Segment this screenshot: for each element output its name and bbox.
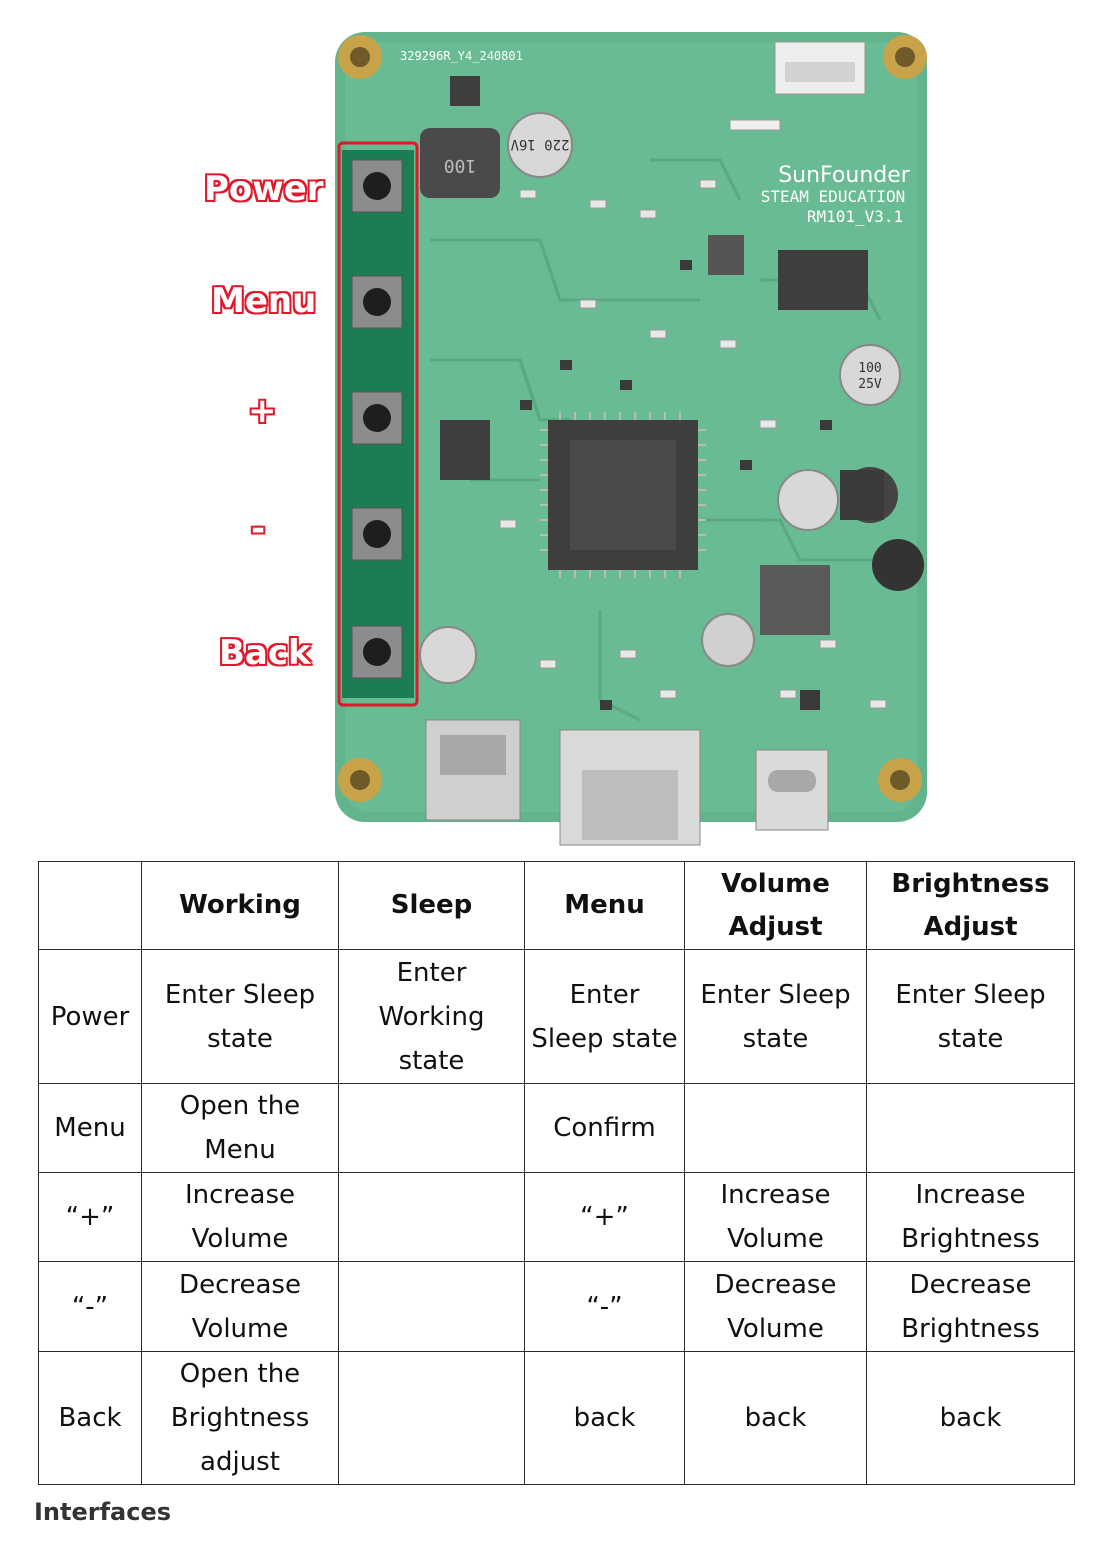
table-row: Menu Open the Menu Confirm bbox=[38, 1083, 1075, 1173]
table-cell: back bbox=[866, 1351, 1075, 1485]
pcb-illustration: 100 220 16V 100 25V SunFounder STEAM bbox=[335, 32, 927, 846]
table-cell: back bbox=[524, 1351, 685, 1485]
svg-text:25V: 25V bbox=[858, 377, 882, 392]
button-function-table: Working Sleep Menu Volume Adjust Brightn… bbox=[38, 861, 1075, 1485]
svg-text:220 16V: 220 16V bbox=[510, 136, 570, 152]
table-cell: “+” bbox=[524, 1172, 685, 1262]
mounting-hole-icon bbox=[338, 35, 927, 802]
svg-text:100: 100 bbox=[444, 155, 477, 176]
table-header-cell: Sleep bbox=[338, 861, 525, 950]
table-row-label: “+” bbox=[38, 1172, 142, 1262]
table-cell: Increase Brightness bbox=[866, 1172, 1075, 1262]
svg-text:RM101_V3.1: RM101_V3.1 bbox=[807, 207, 903, 226]
table-cell: Enter Sleep state bbox=[684, 949, 867, 1084]
table-row: “+” Increase Volume “+” Increase Volume … bbox=[38, 1172, 1075, 1262]
svg-text:329296R_Y4_240801: 329296R_Y4_240801 bbox=[400, 49, 523, 63]
table-cell: “-” bbox=[524, 1261, 685, 1352]
table-cell: Enter Sleep state bbox=[141, 949, 339, 1084]
table-cell: Decrease Volume bbox=[141, 1261, 339, 1352]
plus-button-label: + bbox=[247, 391, 277, 431]
table-cell: Increase Volume bbox=[141, 1172, 339, 1262]
table-row-label: Power bbox=[38, 949, 142, 1084]
board-photo: 100 220 16V 100 25V SunFounder STEAM bbox=[203, 32, 927, 846]
table-header-cell bbox=[38, 861, 142, 950]
table-row-label: Back bbox=[38, 1351, 142, 1485]
table-row: Back Open the Brightness adjust back bac… bbox=[38, 1351, 1075, 1485]
table-header-cell: Volume Adjust bbox=[684, 861, 867, 950]
table-row-label: “-” bbox=[38, 1261, 142, 1352]
svg-text:100: 100 bbox=[858, 361, 881, 376]
table-row: Power Enter Sleep state Enter Working st… bbox=[38, 949, 1075, 1084]
table-cell bbox=[338, 1083, 525, 1173]
inductor-icon bbox=[420, 128, 500, 198]
table-header-cell: Brightness Adjust bbox=[866, 861, 1075, 950]
table-cell: back bbox=[684, 1351, 867, 1485]
back-button-label: Back bbox=[218, 633, 312, 673]
menu-button-label: Menu bbox=[210, 281, 317, 321]
capacitor-icon bbox=[507, 112, 573, 178]
minus-button-label: - bbox=[250, 509, 266, 549]
table-header-cell: Menu bbox=[524, 861, 685, 950]
table-cell: Enter Sleep state bbox=[524, 949, 685, 1084]
table-cell: Enter Sleep state bbox=[866, 949, 1075, 1084]
table-cell: Enter Working state bbox=[338, 949, 525, 1084]
table-cell bbox=[338, 1351, 525, 1485]
table-row: “-” Decrease Volume “-” Decrease Volume … bbox=[38, 1261, 1075, 1352]
table-cell: Increase Volume bbox=[684, 1172, 867, 1262]
svg-text:STEAM EDUCATION: STEAM EDUCATION bbox=[761, 187, 906, 206]
tactile-button-icon bbox=[351, 159, 403, 679]
table-cell: Open the Brightness adjust bbox=[141, 1351, 339, 1485]
brand-silkscreen: SunFounder bbox=[778, 163, 911, 188]
table-cell bbox=[338, 1172, 525, 1262]
section-heading-interfaces: Interfaces bbox=[34, 1498, 172, 1526]
table-row-label: Menu bbox=[38, 1083, 142, 1173]
table-header-row: Working Sleep Menu Volume Adjust Brightn… bbox=[38, 861, 1075, 950]
button-highlight-box bbox=[337, 141, 419, 707]
table-cell bbox=[684, 1083, 867, 1173]
table-cell: Open the Menu bbox=[141, 1083, 339, 1173]
power-button-label: Power bbox=[203, 169, 325, 209]
table-cell: Confirm bbox=[524, 1083, 685, 1173]
table-header-cell: Working bbox=[141, 861, 339, 950]
table-cell: Decrease Brightness bbox=[866, 1261, 1075, 1352]
table-cell bbox=[338, 1261, 525, 1352]
table-cell: Decrease Volume bbox=[684, 1261, 867, 1352]
table-cell bbox=[866, 1083, 1075, 1173]
